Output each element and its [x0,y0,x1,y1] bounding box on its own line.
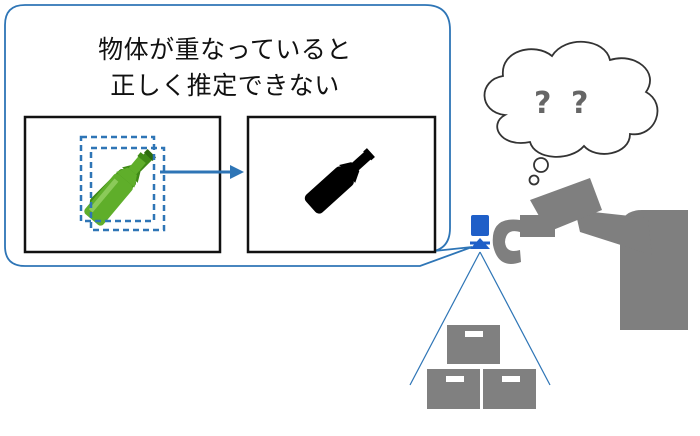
cardboard-box-icon [427,325,536,409]
question-mark: ? [571,86,589,121]
bbox-outer [79,135,156,223]
bbox-inner [89,146,166,232]
camera-icon [470,215,490,249]
silhouette-icon [304,148,375,214]
arrow-icon [160,165,244,179]
caption-line-2: 正しく推定できない [110,71,340,100]
robot-arm-icon [492,178,688,330]
camera-fov [409,251,551,386]
bottle-icon [84,148,157,226]
caption-line-1: 物体が重なっていると [98,35,352,64]
question-mark: ? [534,86,552,121]
thought-cloud-icon [483,40,659,186]
